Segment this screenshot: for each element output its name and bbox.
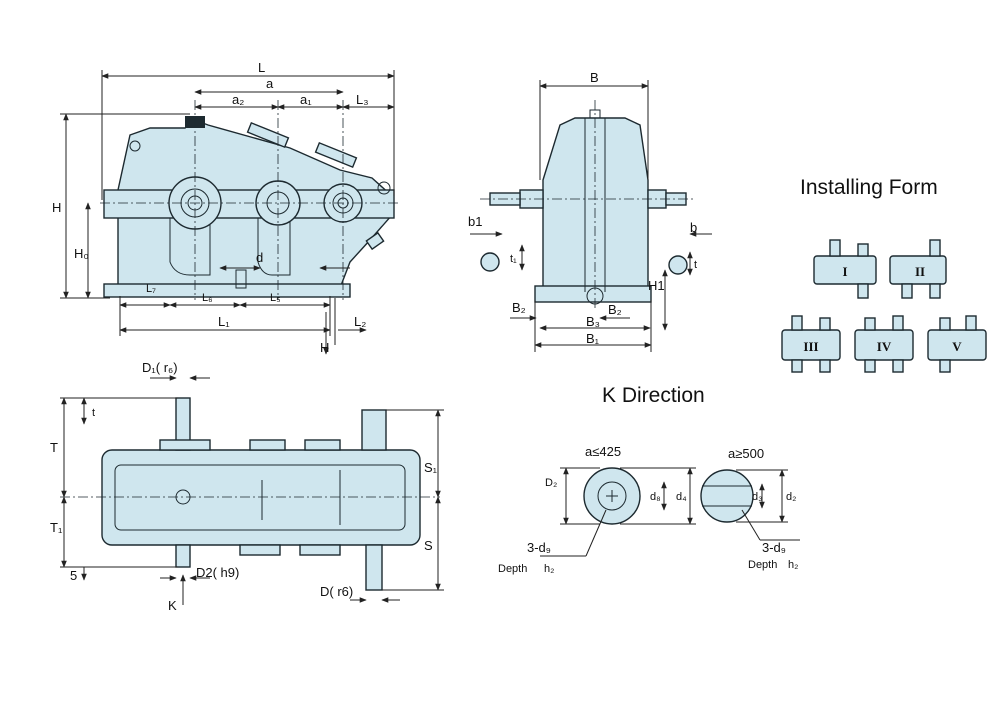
top-view-dimensions <box>60 375 444 605</box>
label-D1r6: D₁( r₆) <box>142 360 178 375</box>
k-direction-left: a≤425 D₂ d₈ d₄ 3-d₉ Depth h₂ <box>498 444 696 575</box>
k-left-condition: a≤425 <box>585 444 621 459</box>
label-Dr6: D( r6) <box>320 584 353 599</box>
label-a: a <box>266 76 274 91</box>
form-III: III <box>781 315 841 373</box>
label-t-small: t <box>92 407 95 419</box>
label-T1: T₁ <box>50 520 63 535</box>
front-view: L a a₂ a₁ L₃ H H₀ d L₇ L₆ L₅ L₁ L₂ H <box>52 60 398 355</box>
label-L3: L₃ <box>356 92 369 107</box>
label-L7: L₇ <box>146 283 156 295</box>
label-B2-left: B₂ <box>512 300 526 315</box>
k-right-d2: d₂ <box>786 491 796 503</box>
form-I: I <box>813 239 877 299</box>
k-left-h2: h₂ <box>544 563 554 575</box>
label-b1: b1 <box>468 214 482 229</box>
label-H: H <box>52 200 61 215</box>
k-left-d4: d₄ <box>676 491 687 503</box>
label-L1: L₁ <box>218 314 230 329</box>
label-b: b <box>690 220 697 235</box>
front-view-body <box>100 100 398 300</box>
label-L2: L₂ <box>354 314 366 329</box>
k-right-holes: 3-d₉ <box>762 540 786 555</box>
side-view: B b1 t₁ b t H1 B₂ B₃ B₂ B₁ <box>468 70 712 352</box>
installing-form-heading: Installing Form <box>800 176 938 199</box>
label-L6: L₆ <box>202 292 213 304</box>
label-K: K <box>168 598 177 613</box>
top-view-body <box>60 397 440 591</box>
k-left-holes: 3-d₉ <box>527 540 551 555</box>
label-D2h9: D2( h9) <box>196 565 239 580</box>
front-view-dimensions <box>60 70 395 355</box>
label-B2-right: B₂ <box>608 302 622 317</box>
side-view-body <box>480 100 695 310</box>
label-t1: t₁ <box>510 253 517 265</box>
form-III-label: III <box>803 339 818 354</box>
label-L: L <box>258 60 265 75</box>
k-left-depth: Depth <box>498 563 527 575</box>
form-IV: IV <box>854 315 914 373</box>
form-II-label: II <box>915 264 925 279</box>
label-S1: S₁ <box>424 460 438 475</box>
label-L5: L₅ <box>270 292 281 304</box>
label-B: B <box>590 70 599 85</box>
installing-forms: I II III <box>781 239 987 373</box>
label-5: 5 <box>70 568 77 583</box>
label-B3: B₃ <box>586 314 600 329</box>
form-V: V <box>927 315 987 373</box>
k-right-d3: d₃ <box>752 491 763 503</box>
k-direction-heading: K Direction <box>602 384 705 407</box>
k-left-D2: D₂ <box>545 477 557 489</box>
label-H-bottom: H <box>320 340 329 355</box>
label-T: T <box>50 440 58 455</box>
label-S: S <box>424 538 433 553</box>
label-H0: H₀ <box>74 246 89 261</box>
k-direction-right: a≥500 d₃ d₂ 3-d₉ Depth h₂ <box>700 446 800 571</box>
label-B1: B₁ <box>586 331 600 346</box>
form-V-label: V <box>952 339 962 354</box>
k-right-depth: Depth <box>748 559 777 571</box>
form-II: II <box>889 239 947 299</box>
label-a1: a₁ <box>300 92 312 107</box>
form-IV-label: IV <box>877 339 892 354</box>
label-a2: a₂ <box>232 92 244 107</box>
form-I-label: I <box>842 264 847 279</box>
label-t: t <box>694 259 697 271</box>
label-H1: H1 <box>648 278 665 293</box>
k-left-d8: d₈ <box>650 491 661 503</box>
label-d: d <box>256 250 263 265</box>
top-view: D₁( r₆) t T T₁ 5 S₁ S D2( h9) D( r6) K <box>50 360 444 613</box>
k-right-condition: a≥500 <box>728 446 764 461</box>
side-view-dimensions <box>470 80 712 352</box>
k-right-h2: h₂ <box>788 559 798 571</box>
